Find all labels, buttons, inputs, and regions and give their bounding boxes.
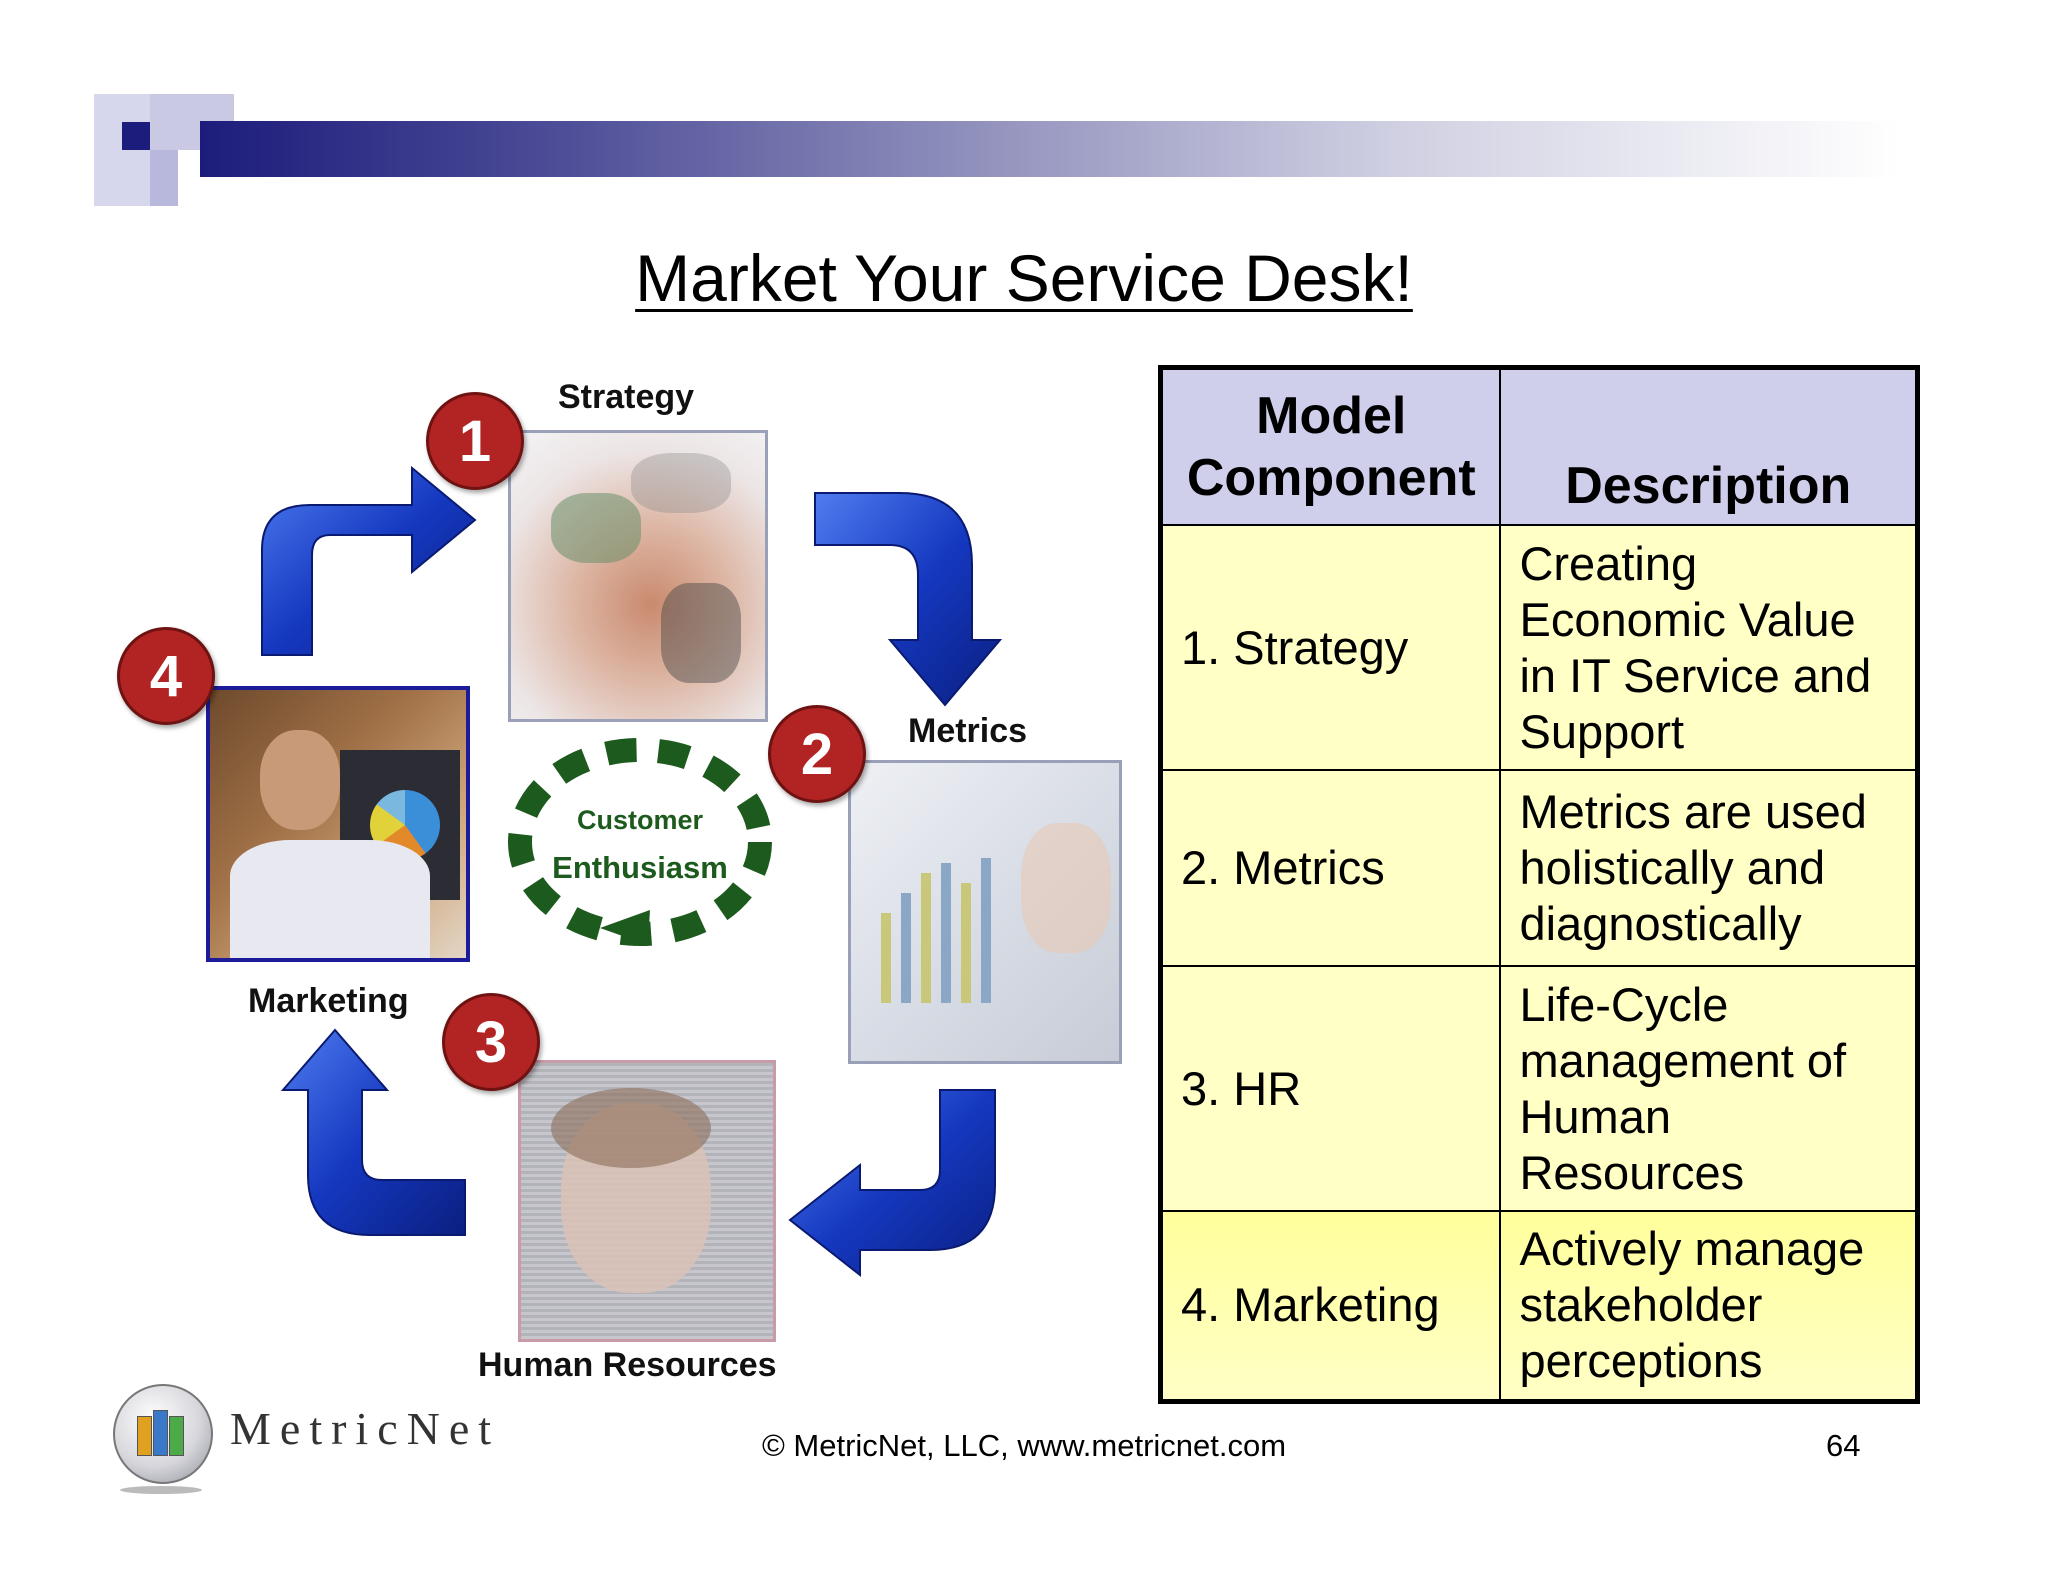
dashed-cycle-icon (508, 738, 772, 946)
stage-badge-1: 1 (426, 392, 524, 490)
logo-shadow (120, 1486, 202, 1494)
header-model-component: Model Component (1159, 366, 1502, 526)
description-cell: Creating Economic Value in IT Service an… (1499, 524, 1919, 771)
stage-badge-3: 3 (442, 993, 540, 1091)
cycle-arrow-icon (814, 492, 1003, 707)
table-row: 3. HR Life-Cycle management of Human Res… (1159, 965, 1919, 1212)
description-cell: Life-Cycle management of Human Resources (1499, 965, 1919, 1212)
stage-badge-2: 2 (768, 705, 866, 803)
brand-wordmark: MetricNet (230, 1403, 501, 1454)
stage-label-strategy: Strategy (558, 378, 695, 416)
center-arrowhead-icon (600, 910, 650, 945)
stage-badge-4: 4 (117, 627, 215, 725)
component-cell: 1. Strategy (1159, 524, 1502, 771)
metricnet-logo-icon (113, 1384, 213, 1484)
stage-label-hr: Human Resources (478, 1346, 777, 1384)
stage-label-metrics: Metrics (908, 712, 1028, 750)
cycle-arrow-icon (280, 1028, 466, 1236)
strategy-photo (508, 430, 768, 722)
page-number: 64 (1826, 1428, 1861, 1463)
component-cell: 3. HR (1159, 965, 1502, 1212)
cycle-arrow-icon (788, 1089, 996, 1278)
description-cell: Actively manage stakeholder perceptions (1499, 1210, 1919, 1402)
table-header-row: Model Component Description (1159, 366, 1919, 526)
table-row: 2. Metrics Metrics are used holistically… (1159, 769, 1919, 967)
hr-photo (518, 1060, 776, 1342)
metrics-photo (848, 760, 1122, 1064)
component-cell: 2. Metrics (1159, 769, 1502, 967)
header-description: Description (1499, 366, 1919, 526)
table-row: 4. Marketing Actively manage stakeholder… (1159, 1210, 1919, 1402)
component-cell: 4. Marketing (1159, 1210, 1502, 1402)
cycle-arrows (261, 465, 1003, 1278)
stage-label-marketing: Marketing (248, 982, 409, 1020)
description-cell: Metrics are used holistically and diagno… (1499, 769, 1919, 967)
marketing-photo (206, 686, 470, 962)
model-table: Model Component Description 1. Strategy … (1158, 365, 1920, 1404)
cycle-arrow-icon (261, 465, 477, 656)
table-row: 1. Strategy Creating Economic Value in I… (1159, 524, 1919, 771)
center-label-customer: Customer (576, 805, 704, 835)
slide-title: Market Your Service Desk! (635, 241, 1413, 315)
center-label-enthusiasm: Enthusiasm (552, 850, 728, 885)
footer-copyright: © MetricNet, LLC, www.metricnet.com (761, 1428, 1287, 1463)
